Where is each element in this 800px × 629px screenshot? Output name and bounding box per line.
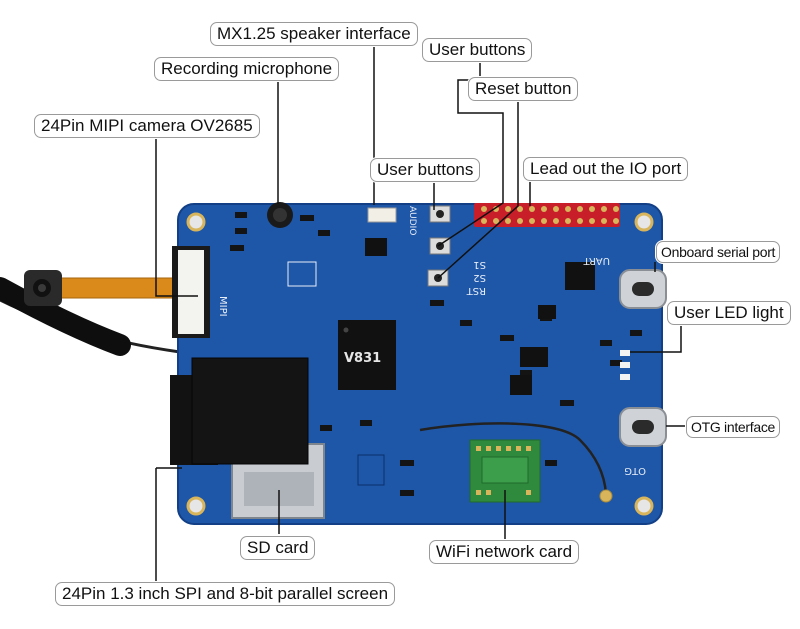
uart-silk: UART [583,255,610,266]
s2-silk: S2 [473,272,486,283]
s1-silk: S1 [473,259,486,270]
otg-interface-label: OTG interface [686,416,781,438]
wifi-card-label: WiFi network card [429,540,580,564]
mipi-silk: MIPI [217,296,228,317]
chip-marking: V831 [344,351,381,366]
pcb-board: MIPI AUDIO UART OTG RST S1 S2 V831 [170,202,667,525]
rst-silk: RST [466,285,486,296]
reset-button-label: Reset button [468,77,579,101]
screen-label: 24Pin 1.3 inch SPI and 8-bit parallel sc… [55,582,396,606]
camera-label: 24Pin MIPI camera OV2685 [34,114,260,138]
recording-microphone-label: Recording microphone [154,57,340,81]
audio-silk: AUDIO [407,206,417,235]
io-port-label: Lead out the IO port [523,157,689,181]
serial-port-label: Onboard serial port [656,241,781,263]
user-led-label: User LED light [667,301,791,325]
speaker-interface-label: MX1.25 speaker interface [210,22,418,46]
user-buttons-top-label: User buttons [422,38,533,62]
otg-silk: OTG [624,465,646,476]
user-buttons-mid-label: User buttons [370,158,481,182]
sd-card-label: SD card [240,536,316,560]
